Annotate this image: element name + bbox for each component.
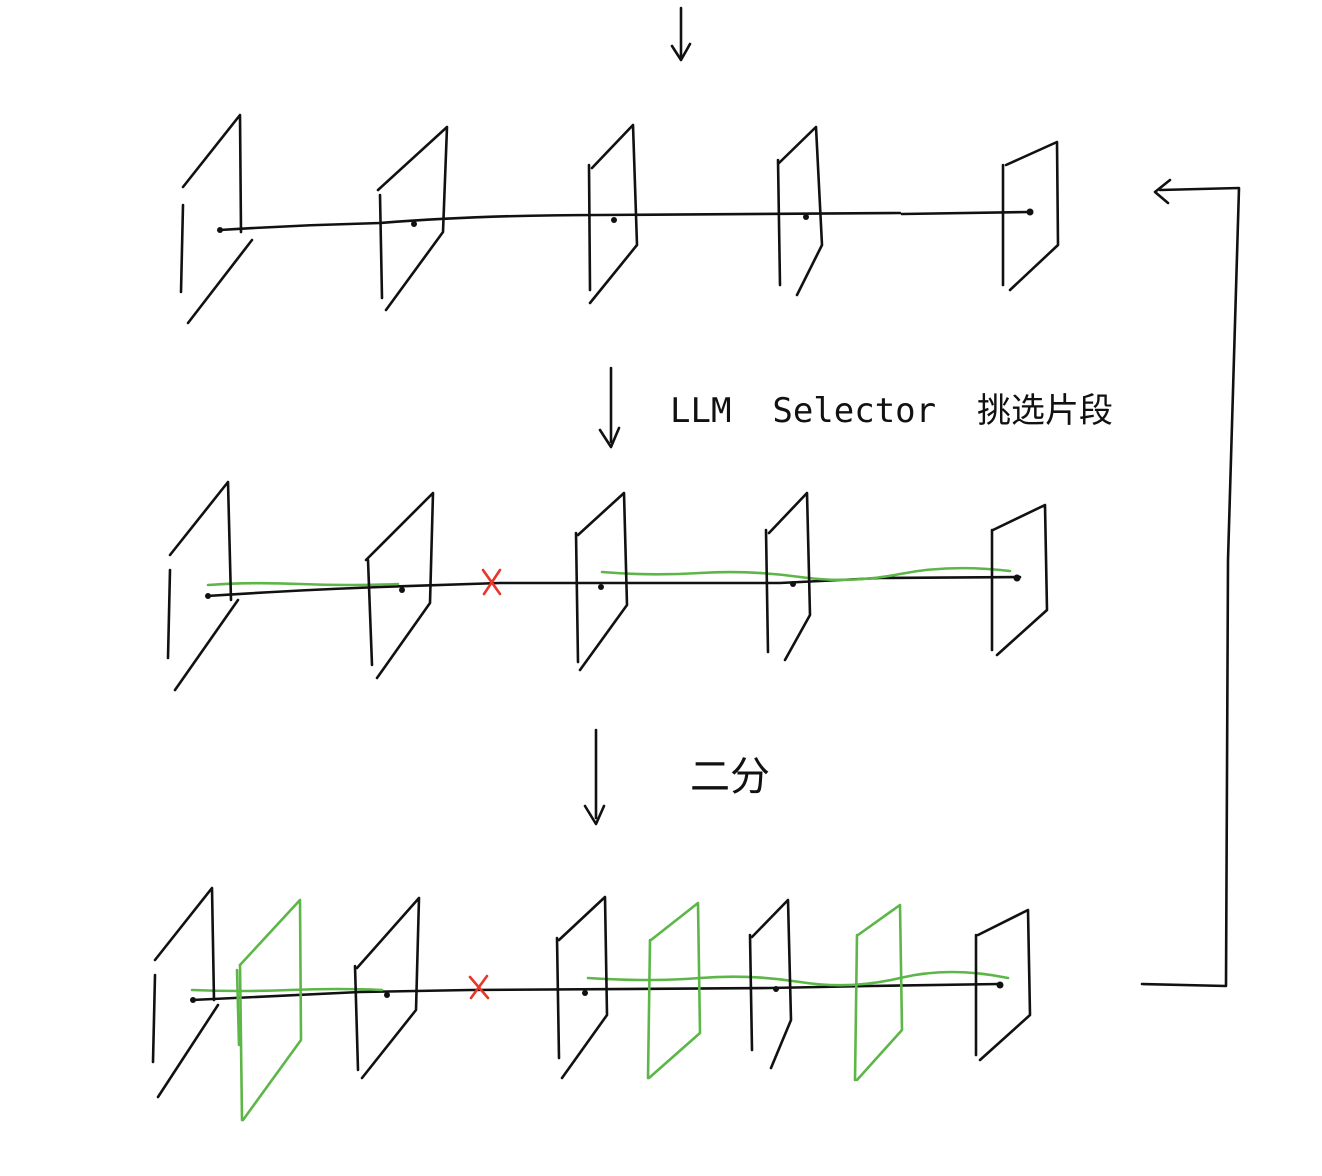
row-3-frame-5 bbox=[974, 908, 1032, 1062]
row-2-reject-mark bbox=[481, 568, 502, 596]
loop-back-arrow bbox=[1140, 178, 1241, 988]
row-1-frame-5 bbox=[1001, 140, 1060, 292]
entry-arrow bbox=[670, 6, 692, 62]
row-3-new-frame-2 bbox=[646, 901, 702, 1080]
row-3-selected-segment-1 bbox=[190, 987, 384, 993]
row-1-frame-2 bbox=[376, 125, 449, 312]
row-1-frame-3 bbox=[587, 123, 639, 305]
bisect-label: 二分 bbox=[690, 754, 770, 800]
row-1-frame-1 bbox=[179, 113, 254, 325]
row-2-frame-1 bbox=[166, 480, 240, 692]
row-1-frame-4 bbox=[776, 125, 824, 297]
row-3-selected-segment-2 bbox=[586, 970, 1010, 987]
row-3-frame-4 bbox=[748, 898, 793, 1070]
row-2-frame-5 bbox=[990, 503, 1049, 657]
row-3-frame-2 bbox=[353, 896, 421, 1080]
selector-label: LLM Selector 挑选片段 bbox=[670, 391, 1113, 431]
row-2-timeline bbox=[205, 575, 1022, 598]
row-3-frame-1 bbox=[151, 886, 220, 1099]
row-3-new-frame-3 bbox=[853, 903, 904, 1082]
row-3-frame-3 bbox=[555, 895, 609, 1080]
row-3-timeline bbox=[190, 982, 1002, 1002]
row-3-new-frame-1 bbox=[235, 898, 303, 1122]
bisect-arrow bbox=[583, 728, 606, 826]
row-2-frame-2 bbox=[364, 491, 435, 680]
selector-arrow bbox=[598, 366, 621, 449]
row-3-reject-mark bbox=[468, 974, 490, 1000]
row-2-frame-4 bbox=[764, 491, 812, 662]
row-1-timeline bbox=[218, 210, 1032, 232]
row-2-selected-segment-2 bbox=[600, 566, 1012, 582]
row-2-frame-3 bbox=[574, 491, 629, 672]
